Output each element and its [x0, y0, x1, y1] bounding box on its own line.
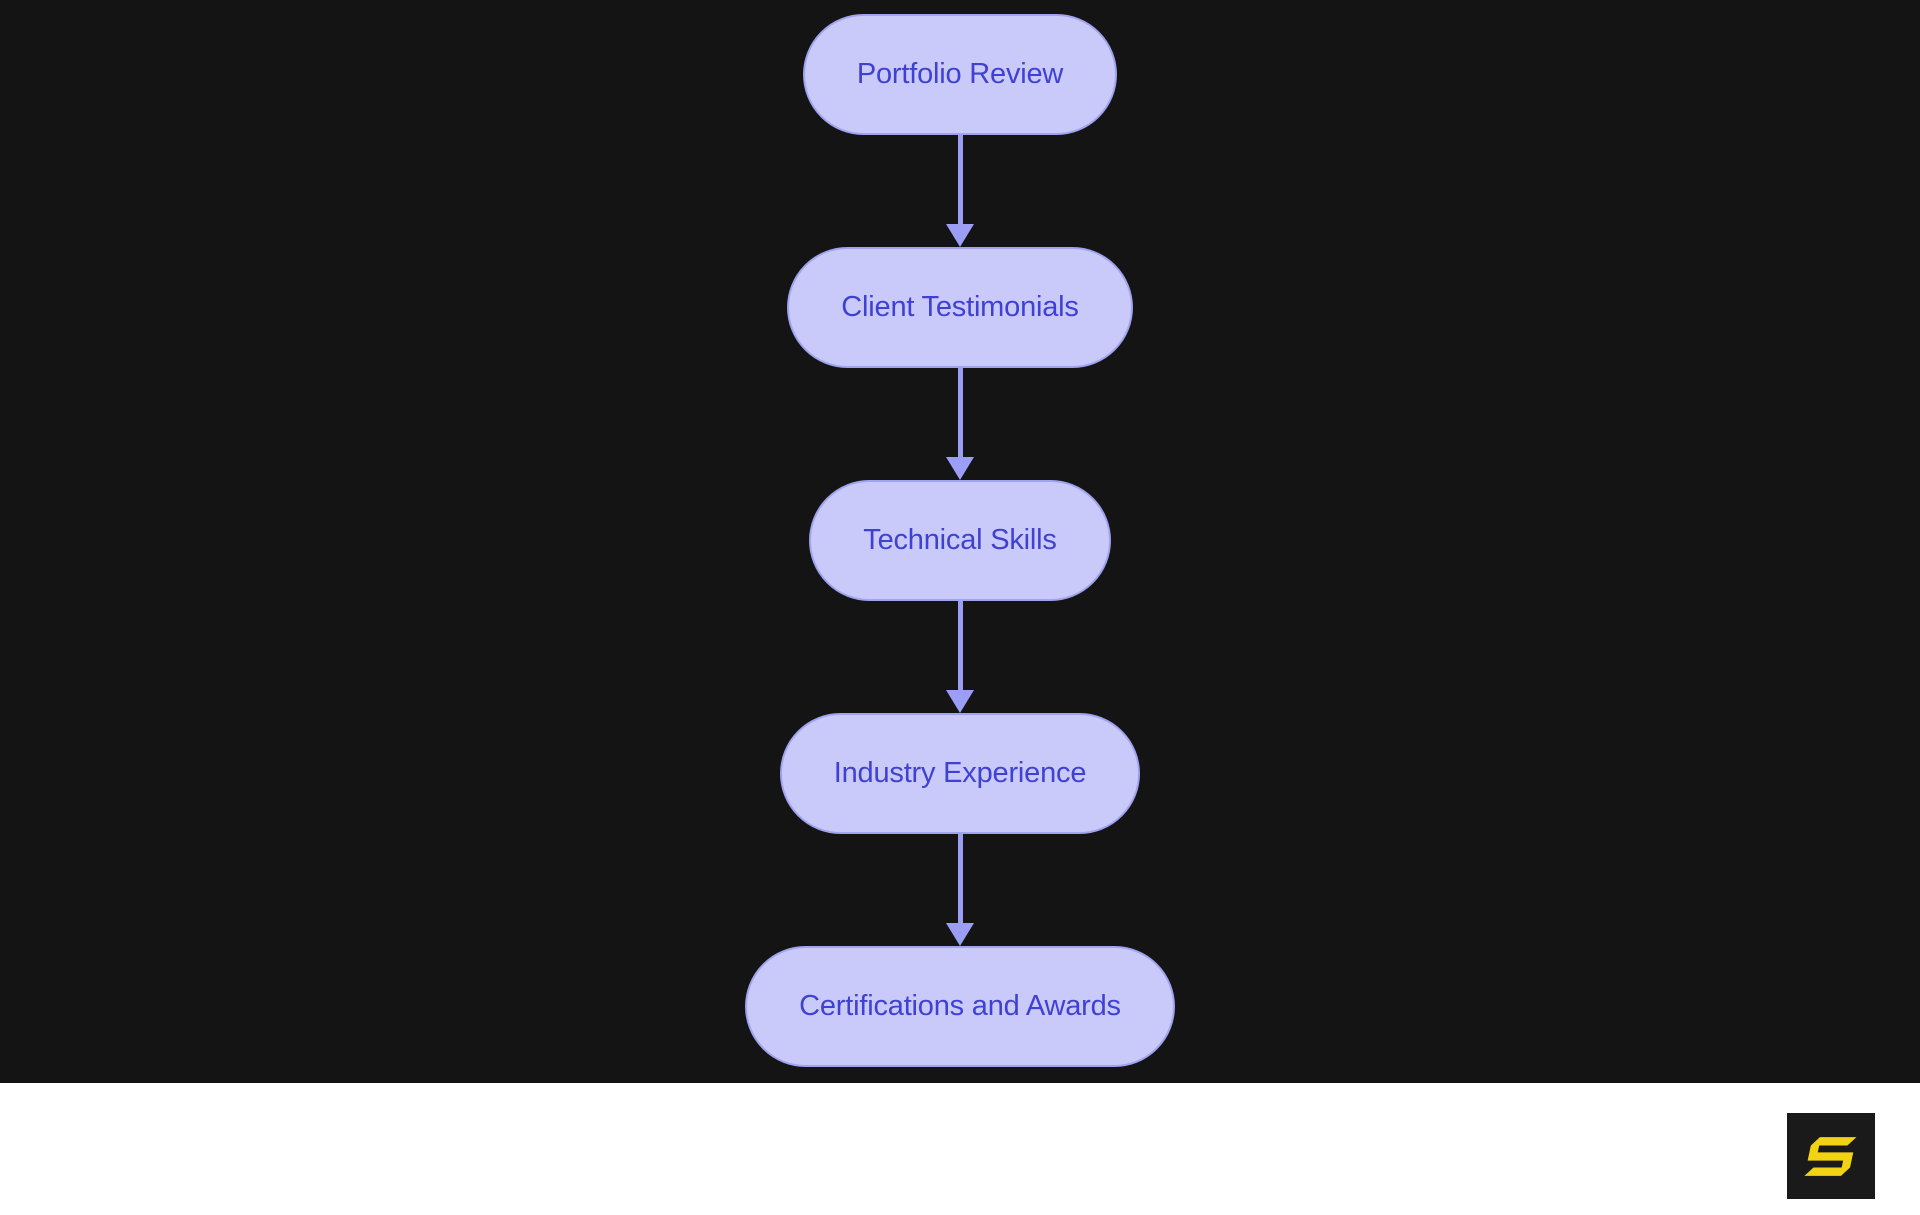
arrow-connector [946, 368, 974, 480]
arrow-line [957, 368, 963, 457]
arrow-line [957, 601, 963, 690]
arrow-line [957, 834, 963, 923]
arrow-head-icon [946, 457, 974, 480]
arrow-head-icon [946, 923, 974, 946]
s-logo-icon [1804, 1136, 1857, 1176]
flow-node: Portfolio Review [802, 14, 1118, 135]
brand-logo [1787, 1113, 1875, 1199]
flow-node-label: Certifications and Awards [799, 990, 1121, 1022]
flow-node-label: Technical Skills [863, 524, 1057, 556]
footer [0, 1083, 1920, 1215]
flow-node-label: Portfolio Review [856, 58, 1064, 90]
flow-node: Client Testimonials [787, 247, 1133, 368]
arrow-connector [946, 834, 974, 946]
flow-node-label: Client Testimonials [841, 291, 1079, 323]
flow-node: Technical Skills [809, 480, 1111, 601]
arrow-connector [946, 135, 974, 247]
arrow-head-icon [946, 224, 974, 247]
arrow-connector [946, 601, 974, 713]
arrow-head-icon [946, 690, 974, 713]
arrow-line [957, 135, 963, 224]
flow-node: Industry Experience [779, 713, 1141, 834]
s-glyph [1804, 1136, 1857, 1176]
flow-node-label: Industry Experience [833, 757, 1087, 789]
flow-node: Certifications and Awards [745, 946, 1175, 1067]
